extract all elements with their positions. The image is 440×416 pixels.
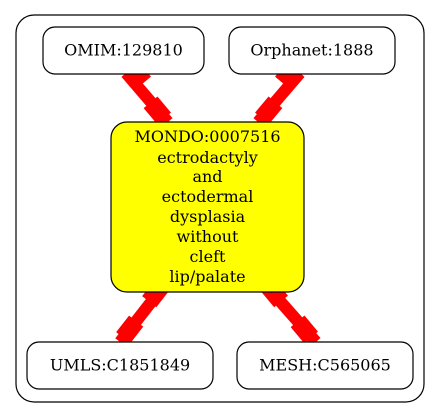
node-umls-label: UMLS:C1851849 — [50, 356, 190, 375]
node-orphanet[interactable]: Orphanet:1888 — [228, 26, 396, 75]
node-mondo-label-line-5: dysplasia — [170, 207, 246, 226]
node-mondo-label-line-7: cleft — [190, 247, 226, 266]
node-mondo-label-line-4: ectodermal — [162, 187, 254, 206]
node-orphanet-label: Orphanet:1888 — [250, 41, 373, 60]
node-mondo-label-line-3: and — [192, 167, 222, 186]
node-mondo-label-line-6: without — [177, 227, 239, 246]
node-umls[interactable]: UMLS:C1851849 — [26, 341, 214, 390]
node-mondo-center[interactable]: MONDO:0007516 ectrodactyly and ectoderma… — [110, 121, 305, 293]
node-omim[interactable]: OMIM:129810 — [42, 26, 205, 75]
node-mondo-label-line-2: ectrodactyly — [157, 148, 258, 167]
node-mondo-label-line-1: MONDO:0007516 — [134, 127, 280, 146]
node-mondo-label-line-8: lip/palate — [169, 267, 245, 286]
node-mesh-label: MESH:C565065 — [259, 356, 391, 375]
node-mesh[interactable]: MESH:C565065 — [236, 341, 414, 390]
node-omim-label: OMIM:129810 — [64, 41, 183, 60]
